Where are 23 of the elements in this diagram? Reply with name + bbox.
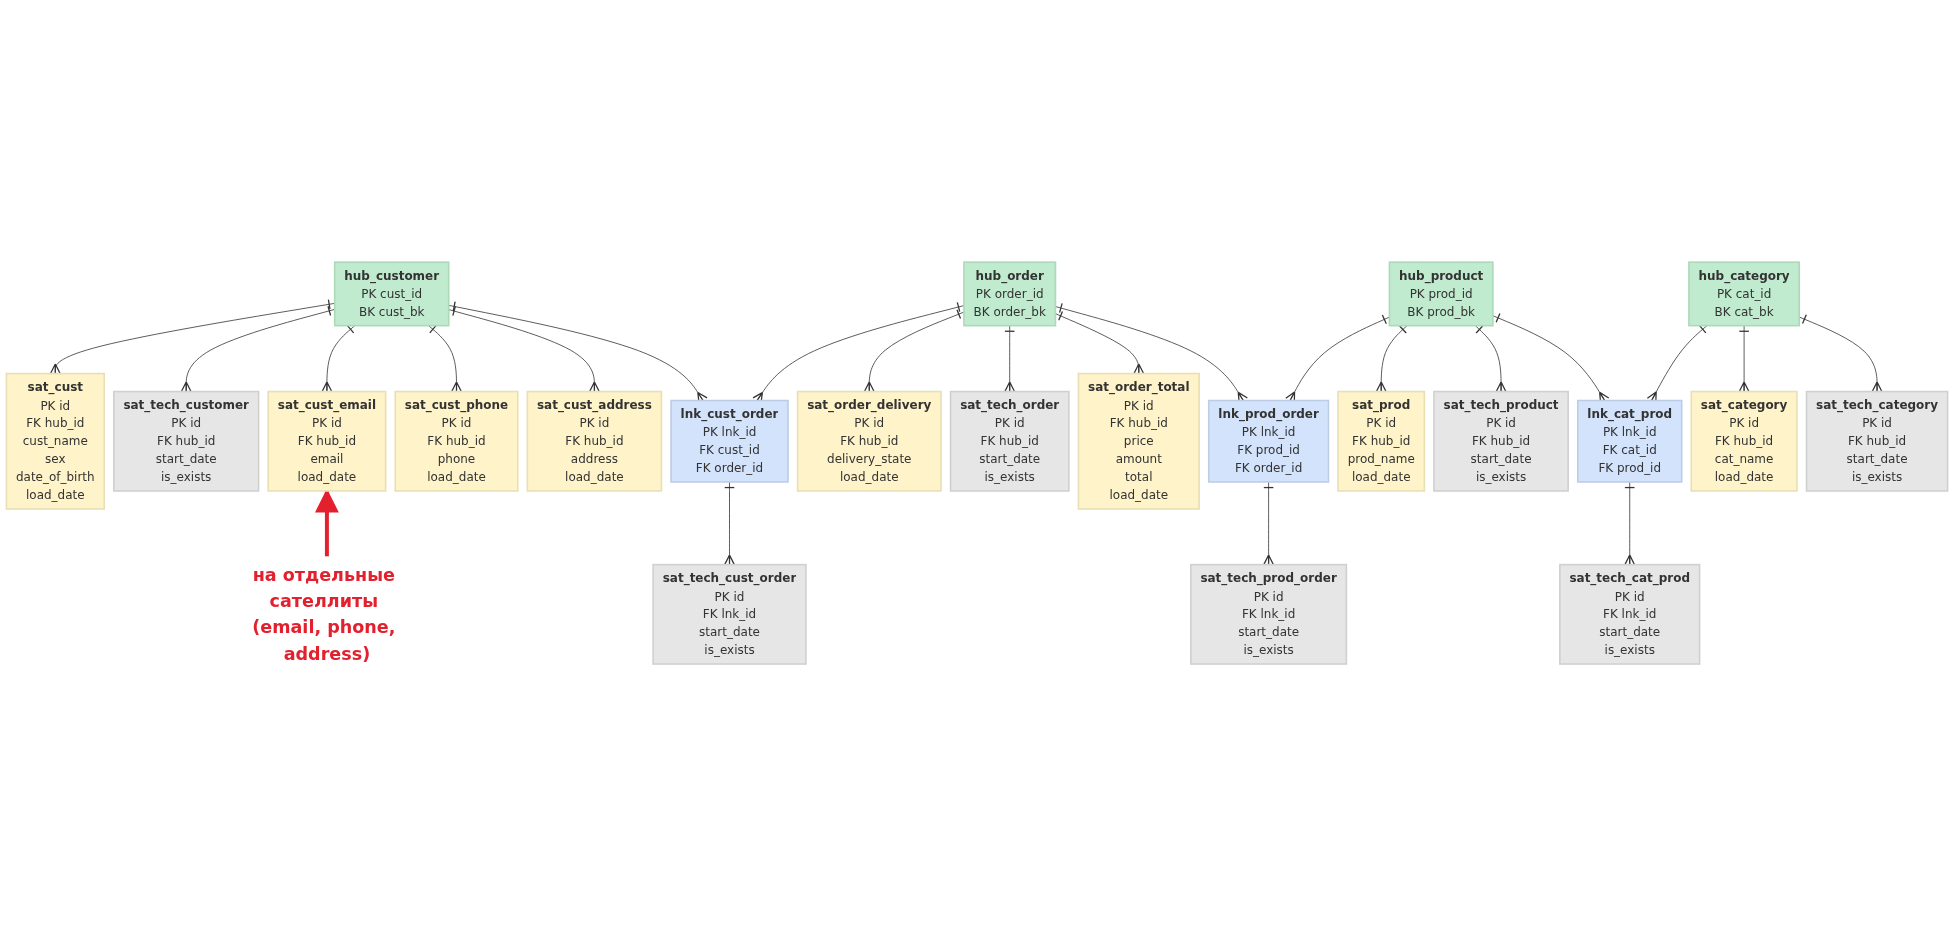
node-box: sat_order_total PK id FK hub_id price amount total load_date bbox=[1077, 372, 1200, 510]
node-box: sat_tech_category PK id FK hub_id start_date is_exists bbox=[1805, 390, 1949, 492]
node-box: lnk_cust_order PK lnk_id FK cust_id FK order_id bbox=[670, 399, 789, 483]
node-box: sat_tech_order PK id FK hub_id start_date is_exists bbox=[949, 390, 1070, 492]
node-box: sat_cust_phone PK id FK hub_id phone load_date bbox=[394, 390, 519, 492]
node-box: hub_category PK cat_id BK cat_bk bbox=[1688, 261, 1801, 327]
node-box: hub_customer PK cust_id BK cust_bk bbox=[333, 261, 450, 327]
node-box: sat_cust_address PK id FK hub_id address load_date bbox=[526, 390, 663, 492]
node-box: sat_cust_email PK id FK hub_id email load_date bbox=[267, 390, 387, 492]
node-box: sat_tech_product PK id FK hub_id start_date is_exists bbox=[1433, 390, 1569, 492]
node-box: sat_tech_cust_order PK id FK lnk_id start_date is_exists bbox=[652, 563, 807, 665]
node-box: sat_prod PK id FK hub_id prod_name load_date bbox=[1337, 390, 1426, 492]
node-box: sat_category PK id FK hub_id cat_name load_date bbox=[1690, 390, 1798, 492]
node-box: hub_order PK order_id BK order_bk bbox=[963, 261, 1057, 327]
node-box: sat_tech_prod_order PK id FK lnk_id start_date is_exists bbox=[1190, 563, 1348, 665]
node-text: на отдельные сателлиты (email, phone, address) bbox=[252, 564, 396, 664]
node-box: sat_tech_cat_prod PK id FK lnk_id start_date is_exists bbox=[1559, 563, 1701, 665]
node-box: lnk_prod_order PK lnk_id FK prod_id FK order_id bbox=[1207, 399, 1330, 483]
node-box: lnk_cat_prod PK lnk_id FK cat_id FK prod_id bbox=[1576, 399, 1683, 483]
node-box: sat_cust PK id FK hub_id cust_name sex date_of_birth load_date bbox=[5, 372, 106, 510]
node-box: hub_product PK prod_id BK prod_bk bbox=[1388, 261, 1494, 327]
node-box: sat_tech_customer PK id FK hub_id start_date is_exists bbox=[113, 390, 260, 492]
node-box: sat_order_delivery PK id FK hub_id delivery_state load_date bbox=[796, 390, 942, 492]
